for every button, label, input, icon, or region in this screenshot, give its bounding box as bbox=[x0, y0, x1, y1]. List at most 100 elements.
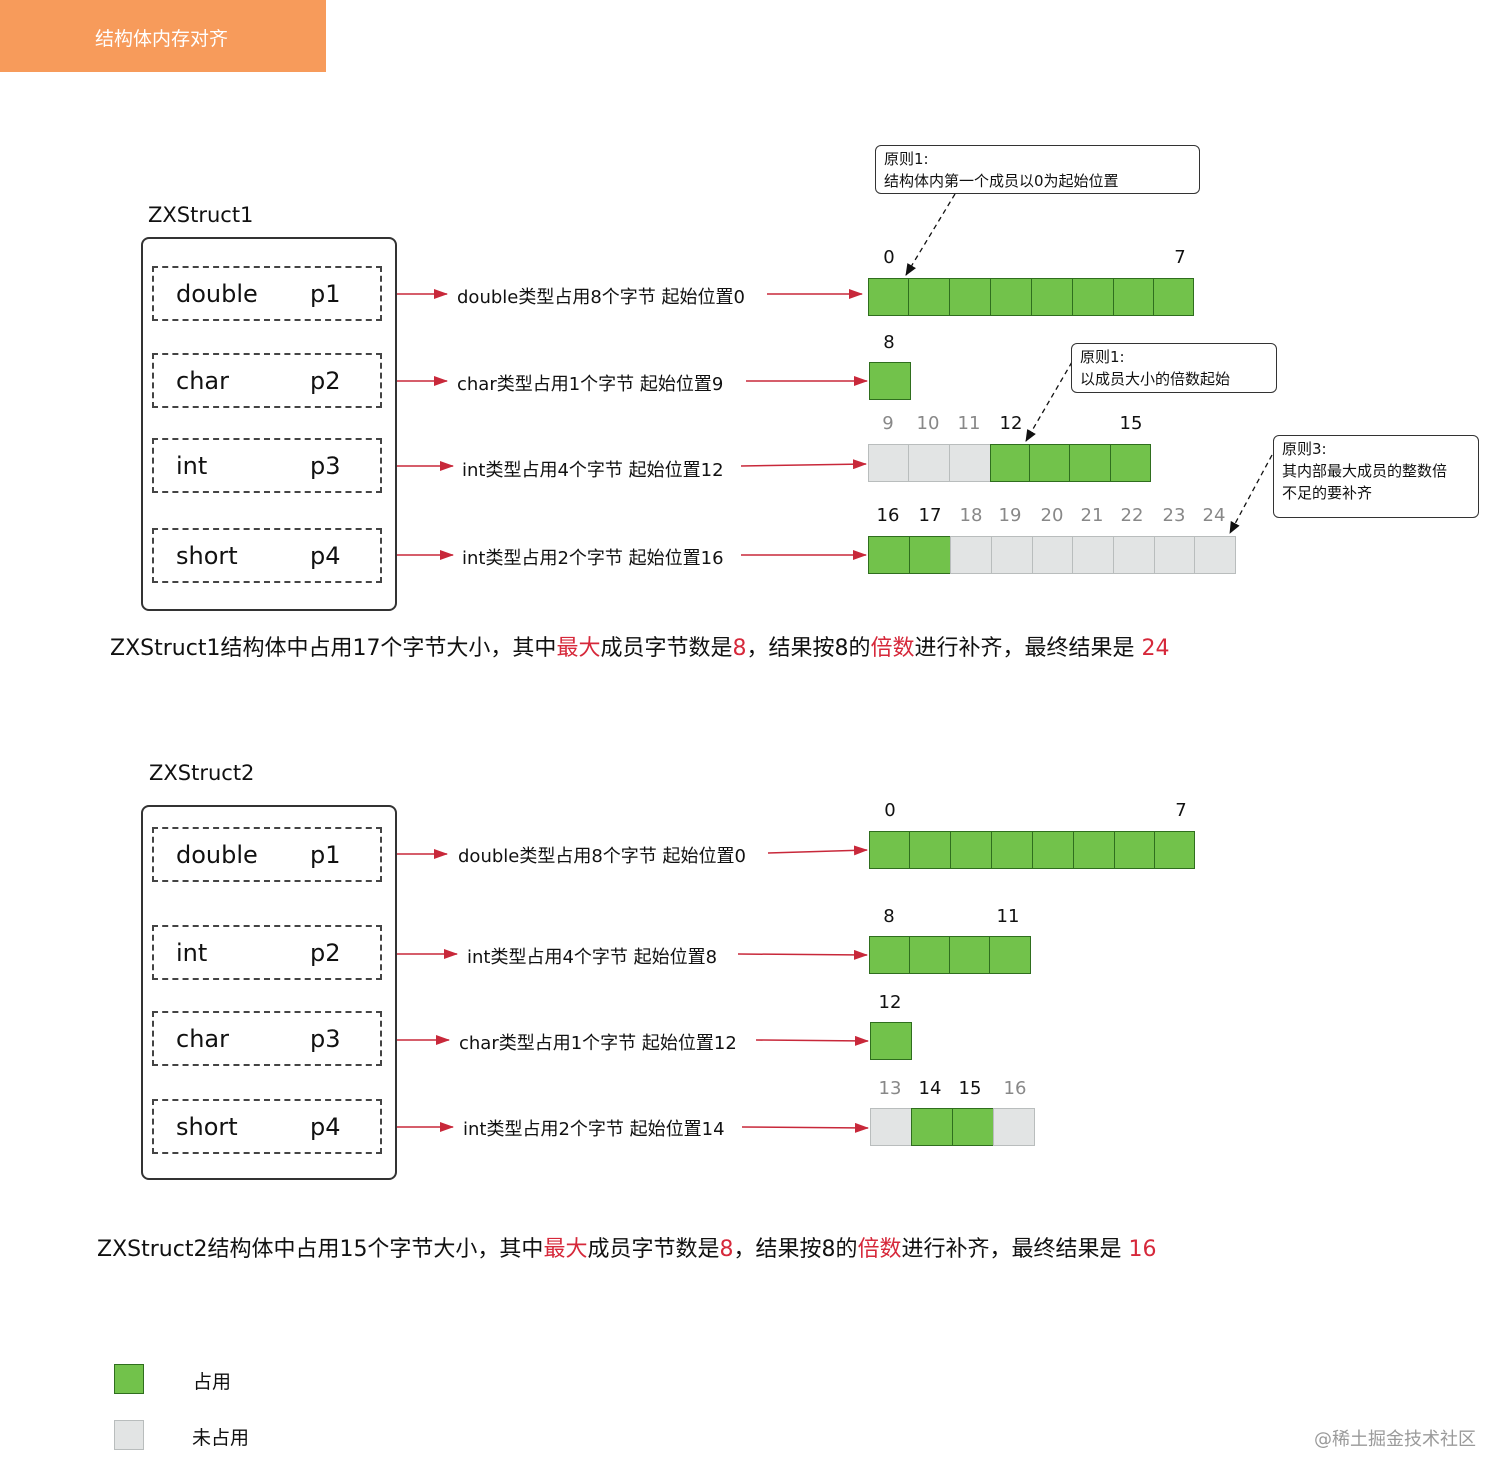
s2-arrow-3b bbox=[755, 1035, 869, 1046]
index-label: 13 bbox=[878, 1078, 902, 1099]
note-title: 原则1: bbox=[1080, 348, 1125, 366]
index-label: 24 bbox=[1202, 505, 1226, 526]
byte-cell bbox=[949, 444, 991, 482]
s2-arrow-1b bbox=[767, 845, 868, 856]
index-label: 14 bbox=[918, 1078, 942, 1099]
byte-cell bbox=[949, 936, 990, 974]
index-label: 9 bbox=[882, 413, 894, 434]
header-tab: 结构体内存对齐 bbox=[0, 0, 326, 72]
legend-used-swatch bbox=[114, 1364, 144, 1394]
byte-cell bbox=[1069, 444, 1111, 482]
note1-pointer bbox=[905, 193, 956, 276]
byte-cell bbox=[870, 1022, 912, 1060]
summary-highlight: 16 bbox=[1128, 1237, 1157, 1262]
byte-cell bbox=[950, 536, 992, 574]
s1-arrow-3b bbox=[740, 459, 867, 470]
summary-text: ，结果按8的 bbox=[746, 636, 871, 661]
byte-cell bbox=[990, 278, 1032, 316]
index-label: 19 bbox=[998, 505, 1022, 526]
byte-cell bbox=[1194, 536, 1236, 574]
byte-cell bbox=[990, 444, 1030, 482]
byte-cell bbox=[870, 1108, 912, 1146]
summary-highlight: 8 bbox=[719, 1237, 734, 1262]
member-type: char bbox=[176, 367, 229, 395]
s1-member-2: char p2 bbox=[152, 353, 382, 408]
s1-arrow-label-2: char类型占用1个字节 起始位置9 bbox=[451, 370, 730, 396]
byte-cell bbox=[1153, 278, 1194, 316]
byte-cell bbox=[1154, 831, 1195, 869]
byte-cell bbox=[868, 536, 910, 574]
s1-arrow-label-4: int类型占用2个字节 起始位置16 bbox=[456, 544, 730, 570]
byte-cell bbox=[991, 831, 1033, 869]
index-label: 23 bbox=[1162, 505, 1186, 526]
index-label: 17 bbox=[918, 505, 942, 526]
member-type: char bbox=[176, 1025, 229, 1053]
s1-arrow-label-1: double类型占用8个字节 起始位置0 bbox=[451, 283, 751, 309]
member-type: int bbox=[176, 452, 208, 480]
byte-cell bbox=[908, 278, 950, 316]
byte-cell bbox=[909, 936, 950, 974]
struct1-summary: ZXStruct1结构体中占用17个字节大小，其中最大成员字节数是8，结果按8的… bbox=[110, 630, 1169, 662]
byte-cell bbox=[1110, 444, 1151, 482]
byte-cell bbox=[869, 831, 910, 869]
byte-cell bbox=[911, 1108, 953, 1146]
byte-cell bbox=[1032, 536, 1073, 574]
struct2-summary: ZXStruct2结构体中占用15个字节大小，其中最大成员字节数是8，结果按8的… bbox=[97, 1231, 1156, 1263]
member-name: p3 bbox=[310, 1025, 341, 1053]
s2-arrow-label-4: int类型占用2个字节 起始位置14 bbox=[457, 1115, 731, 1141]
byte-cell bbox=[909, 831, 951, 869]
byte-cell bbox=[949, 278, 991, 316]
struct1-arrows bbox=[383, 289, 868, 560]
member-type: int bbox=[176, 939, 208, 967]
s2-arrow-label-3: char类型占用1个字节 起始位置12 bbox=[453, 1029, 743, 1055]
summary-text: ZXStruct1结构体中占用17个字节大小，其中 bbox=[110, 636, 557, 661]
index-label: 0 bbox=[884, 800, 896, 821]
s2-member-1: double p1 bbox=[152, 827, 382, 882]
index-label: 10 bbox=[916, 413, 940, 434]
byte-cell bbox=[989, 936, 1031, 974]
legend-unused-swatch bbox=[114, 1420, 144, 1450]
summary-highlight: 倍数 bbox=[870, 636, 915, 661]
note3-pointer bbox=[1229, 454, 1273, 534]
s2-member-2: int p2 bbox=[152, 925, 382, 980]
byte-cell bbox=[1113, 536, 1155, 574]
s2-arrow-4b bbox=[741, 1122, 869, 1133]
summary-highlight: 最大 bbox=[556, 636, 601, 661]
summary-highlight: 24 bbox=[1141, 636, 1170, 661]
note-text: 其内部最大成员的整数倍 bbox=[1282, 462, 1448, 480]
byte-cell bbox=[909, 536, 951, 574]
summary-text: 成员字节数是 bbox=[600, 636, 733, 661]
member-name: p3 bbox=[310, 452, 341, 480]
index-label: 8 bbox=[883, 906, 895, 927]
byte-cell bbox=[1031, 278, 1073, 316]
member-type: short bbox=[176, 542, 238, 570]
index-label: 22 bbox=[1120, 505, 1144, 526]
index-label: 15 bbox=[1119, 413, 1143, 434]
struct2-arrows bbox=[383, 845, 869, 1133]
note2-pointer bbox=[1025, 361, 1073, 442]
note-title: 原则1: bbox=[884, 150, 929, 168]
byte-cell bbox=[952, 1108, 994, 1146]
summary-highlight: 倍数 bbox=[857, 1237, 902, 1262]
s1-arrow-label-3: int类型占用4个字节 起始位置12 bbox=[456, 456, 730, 482]
index-label: 16 bbox=[876, 505, 900, 526]
byte-cell bbox=[950, 831, 992, 869]
struct1-box bbox=[141, 237, 397, 611]
struct2-title: ZXStruct2 bbox=[149, 761, 255, 785]
summary-text: 成员字节数是 bbox=[587, 1237, 720, 1262]
member-name: p4 bbox=[310, 542, 341, 570]
index-label: 18 bbox=[959, 505, 983, 526]
index-label: 11 bbox=[996, 906, 1020, 927]
index-label: 12 bbox=[878, 992, 902, 1013]
watermark: @稀土掘金技术社区 bbox=[1314, 1429, 1476, 1450]
index-label: 7 bbox=[1175, 800, 1187, 821]
member-name: p1 bbox=[310, 280, 341, 308]
byte-cell bbox=[868, 278, 909, 316]
index-label: 7 bbox=[1174, 247, 1186, 268]
struct2-box bbox=[141, 805, 397, 1180]
member-name: p2 bbox=[310, 367, 341, 395]
legend-used-label: 占用 bbox=[193, 1371, 232, 1393]
s1-member-4: short p4 bbox=[152, 528, 382, 583]
summary-highlight: 8 bbox=[732, 636, 747, 661]
